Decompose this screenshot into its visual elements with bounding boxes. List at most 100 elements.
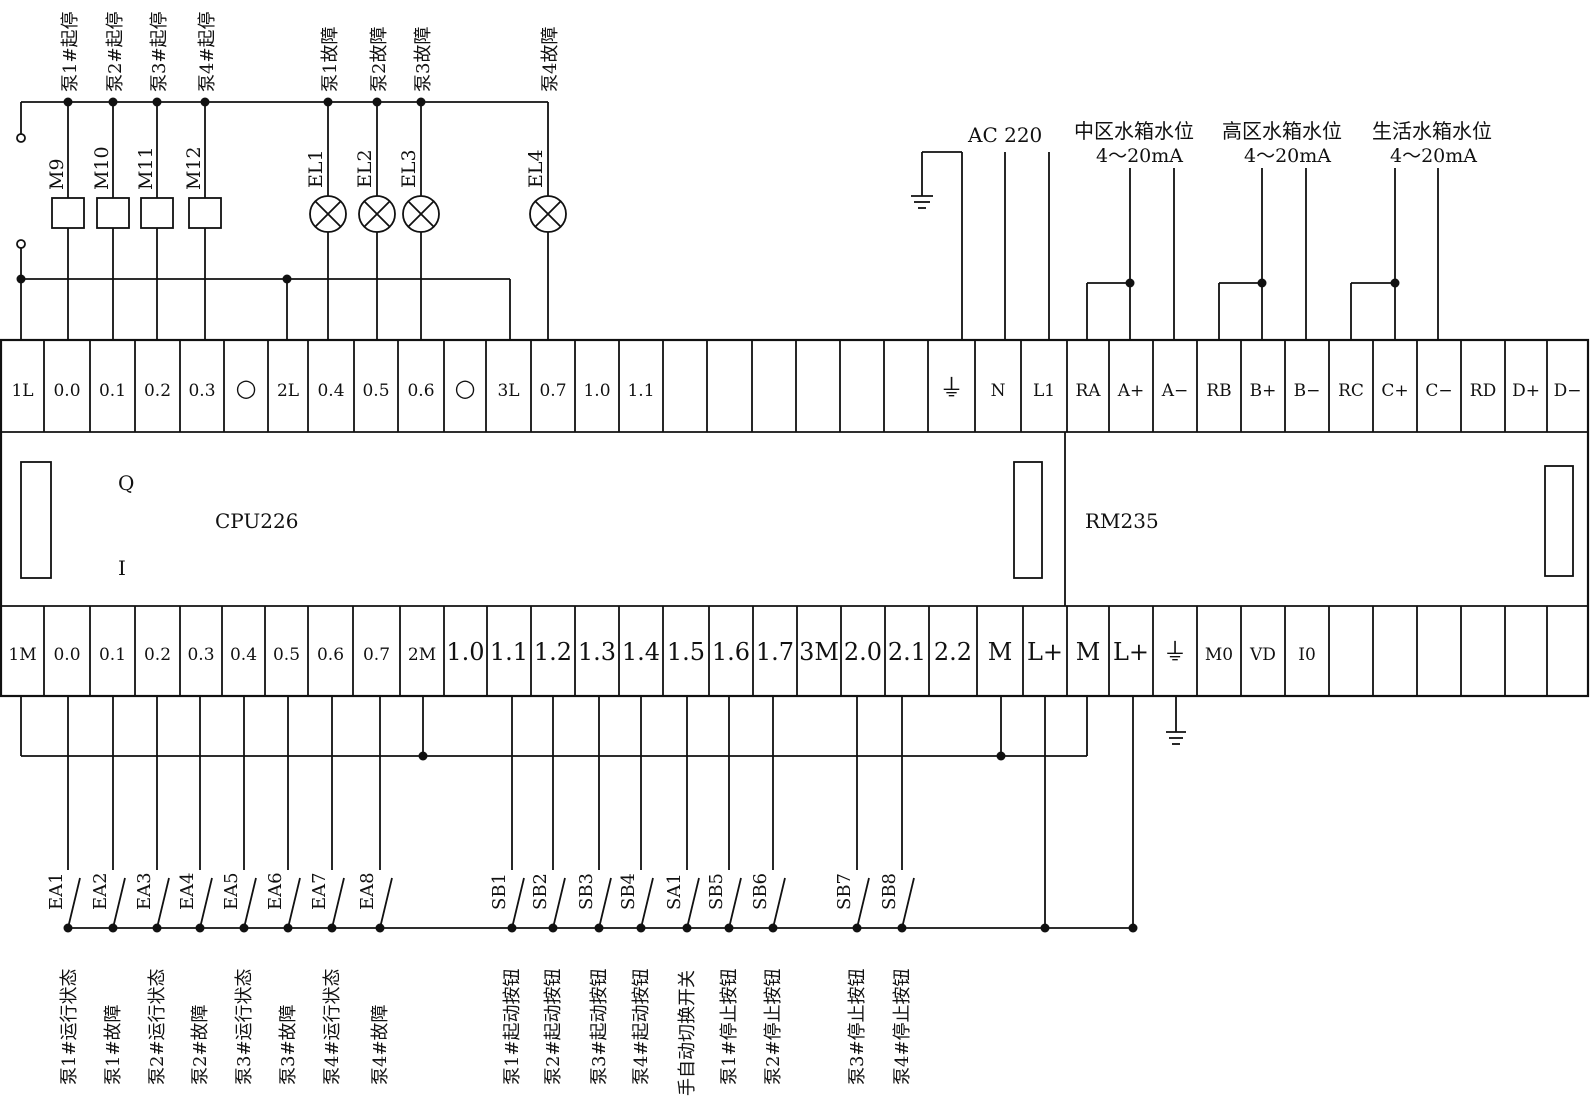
analog-range: 4～20mA <box>1244 145 1331 167</box>
terminal-label: 1L <box>11 381 33 401</box>
terminal-label: C− <box>1425 381 1452 401</box>
switch-label: EA1 <box>46 872 67 910</box>
terminal-label: L+ <box>1113 638 1149 666</box>
output-label: 泵4故障 <box>540 27 561 92</box>
terminal-label: A− <box>1161 381 1189 401</box>
input-label: 泵1#故障 <box>103 1004 124 1085</box>
input-label: 泵1#起动按钮 <box>502 968 523 1085</box>
terminal-label: L+ <box>1027 638 1063 666</box>
input-label: 泵2#故障 <box>190 1004 211 1085</box>
input-label: 泵4#运行状态 <box>322 968 343 1085</box>
supply-terminal-bottom <box>16 239 26 249</box>
terminal-label: 2.2 <box>934 638 972 666</box>
terminal-label: 1.6 <box>712 638 750 666</box>
input-label: 泵3#起动按钮 <box>589 968 610 1085</box>
terminal-label: 1M <box>8 645 36 665</box>
terminal-label: 2.1 <box>888 638 926 666</box>
power-label: AC 220 <box>967 123 1042 147</box>
terminal-label: 0.4 <box>317 381 344 401</box>
input-label: 泵3#故障 <box>278 1004 299 1085</box>
switch-label: SB3 <box>576 873 597 910</box>
terminal-label: RC <box>1338 381 1364 401</box>
terminal-label: C+ <box>1381 381 1408 401</box>
input-switch <box>239 696 257 933</box>
input-label: 泵1#停止按钮 <box>719 968 740 1085</box>
terminal-label: 1.0 <box>446 638 484 666</box>
switch-label: EA2 <box>90 872 111 910</box>
terminal-label: A+ <box>1117 381 1145 401</box>
relay-label: M10 <box>91 146 113 190</box>
input-label: 泵2#起动按钮 <box>543 968 564 1085</box>
input-label: 泵2#停止按钮 <box>763 968 784 1085</box>
terminal-label: 0.1 <box>99 645 126 665</box>
terminal-label: 0.5 <box>362 381 389 401</box>
terminal-label: 3M <box>799 638 839 666</box>
switch-label: SB6 <box>750 873 771 910</box>
switch-label: SA1 <box>664 873 685 910</box>
switch-label: SB5 <box>706 873 727 910</box>
output-wiring <box>16 97 567 340</box>
output-labels: 泵1#起停 泵2#起停 泵3#起停 泵4#起停 泵1故障 泵2故障 泵3故障 泵… <box>60 11 561 92</box>
input-switch <box>594 696 612 933</box>
relay-labels: M9 M10 M11 M12 <box>46 146 205 190</box>
em-right-slot <box>1544 465 1574 577</box>
terminal-label: RB <box>1206 381 1231 401</box>
input-labels: 泵1#运行状态 泵1#故障 泵2#运行状态 泵2#故障 泵3#运行状态 泵3#故… <box>59 968 913 1096</box>
terminal-label: M <box>988 638 1013 666</box>
input-label: 泵4#起动按钮 <box>631 968 652 1085</box>
indicator-lamp <box>309 97 347 340</box>
terminal-label: I0 <box>1298 645 1316 665</box>
indicator-lamp <box>529 102 567 340</box>
input-switch <box>897 696 915 933</box>
input-switch <box>548 696 566 933</box>
lamp-label: EL4 <box>525 149 547 188</box>
terminal-label: 1.2 <box>534 638 572 666</box>
cpu-right-slot <box>1013 461 1043 579</box>
terminal-label: 0.0 <box>53 645 80 665</box>
analog-range: 4～20mA <box>1390 145 1477 167</box>
switch-label: SB4 <box>618 873 639 910</box>
terminal-label: N <box>991 381 1006 401</box>
switch-label: EA8 <box>357 872 378 910</box>
input-switch <box>375 696 393 933</box>
input-label: 泵1#运行状态 <box>59 968 80 1085</box>
terminal-label: 2M <box>408 645 436 665</box>
analog-input-group: 高区水箱水位 4～20mA <box>1218 119 1342 340</box>
terminal-label: M0 <box>1205 645 1233 665</box>
terminal-label: 0.0 <box>53 381 80 401</box>
input-switch <box>63 696 81 933</box>
lamp-label: EL2 <box>354 149 376 188</box>
switch-label: SB2 <box>530 873 551 910</box>
analog-name: 生活水箱水位 <box>1372 119 1492 143</box>
terminal-label: 0.7 <box>539 381 566 401</box>
input-switch <box>108 696 126 933</box>
output-label: 泵3故障 <box>413 27 434 92</box>
output-label: 泵2故障 <box>369 27 390 92</box>
relay-coil <box>51 97 85 340</box>
terminal-label: 2L <box>277 381 299 401</box>
relay-coil <box>188 97 222 340</box>
switch-label: EA4 <box>177 872 198 910</box>
terminal-label: D+ <box>1512 381 1540 401</box>
output-label: 泵2#起停 <box>105 11 126 92</box>
input-label: 泵3#运行状态 <box>234 968 255 1085</box>
terminal-label: 1.1 <box>627 381 654 401</box>
terminal-label: L1 <box>1033 381 1055 401</box>
analog-input-group: 中区水箱水位 4～20mA <box>1074 119 1194 340</box>
terminal-label: 1.1 <box>490 638 528 666</box>
analog-range: 4～20mA <box>1096 145 1183 167</box>
analog-input-group: 生活水箱水位 4～20mA <box>1350 119 1492 340</box>
terminal-label: 1.7 <box>756 638 794 666</box>
relay-coil <box>96 97 130 340</box>
switch-label: SB7 <box>834 873 855 910</box>
terminal-label: 0.6 <box>317 645 344 665</box>
input-switch <box>724 696 742 933</box>
terminal-label: 0.7 <box>363 645 390 665</box>
output-label: 泵4#起停 <box>197 11 218 92</box>
terminal-label: B+ <box>1250 381 1277 401</box>
cpu-label: CPU226 <box>215 509 298 533</box>
switch-label: EA7 <box>309 872 330 910</box>
terminal-label: ○ <box>455 374 476 402</box>
